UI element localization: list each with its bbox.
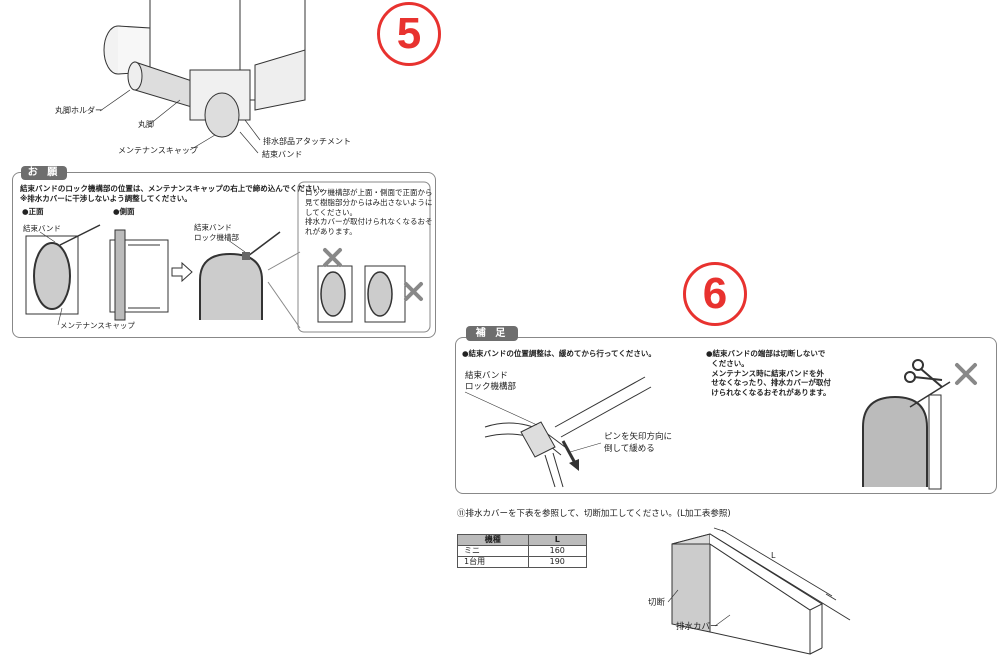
front-label: ●正面 bbox=[22, 207, 44, 216]
request-line-2: ※排水カバーに干渉しないよう調整してください。 bbox=[20, 194, 192, 203]
supplement-title: 補 足 bbox=[466, 326, 518, 341]
cut-instruction: ⑪排水カバーを下表を参照して、切断加工してください。(L加工表参照) bbox=[457, 509, 731, 519]
lock-label-1: 結束バンド bbox=[194, 223, 232, 232]
round-holder-label: 丸脚ホルダー bbox=[55, 106, 103, 115]
supplement-lock-label-1: 結束バンド bbox=[465, 371, 508, 381]
step-5-number: 5 bbox=[377, 2, 441, 66]
table-cell-length: 190 bbox=[527, 556, 587, 568]
supplement-illustrations bbox=[464, 359, 977, 490]
step-6-number: 6 bbox=[683, 262, 747, 326]
supplement-left-heading: ●結束バンドの位置調整は、緩めてから行ってください。 bbox=[462, 349, 656, 358]
pin-label-2: 倒して緩める bbox=[604, 444, 655, 454]
table-row: 1台用 190 bbox=[457, 556, 587, 568]
drain-attachment-label: 排水部品アタッチメント bbox=[263, 137, 351, 146]
table-cell-model: 1台用 bbox=[457, 556, 529, 568]
maintenance-cap-label: メンテナンスキャップ bbox=[118, 146, 198, 155]
front-cap-label: メンテナンスキャップ bbox=[60, 321, 135, 330]
binding-band-label: 結束バンド bbox=[262, 150, 303, 159]
round-pipe-label: 丸脚 bbox=[138, 120, 154, 129]
drain-cover-illustration bbox=[667, 527, 851, 655]
table-row: ミニ 160 bbox=[457, 545, 587, 557]
warning-note: ロック機構部が上面・側面で正面から 見て樹脂部分からはみ出さないように してくだ… bbox=[305, 188, 433, 236]
supplement-lock-label-2: ロック機構部 bbox=[465, 382, 517, 392]
length-dimension-label: L bbox=[771, 551, 776, 560]
drain-cover-label: 排水カバー bbox=[676, 622, 719, 632]
table-header-length: L bbox=[527, 534, 587, 546]
front-band-label: 結束バンド bbox=[23, 224, 61, 233]
request-line-1: 結束バンドのロック機構部の位置は、メンテナンスキャップの右上で締め込んでください… bbox=[20, 184, 328, 193]
request-title: お 願 い bbox=[21, 166, 67, 192]
lock-label-2: ロック機構部 bbox=[194, 233, 239, 242]
step-5-illustration bbox=[99, 0, 306, 154]
table-header-model: 機種 bbox=[457, 534, 529, 546]
request-panel bbox=[12, 172, 436, 338]
request-illustrations bbox=[25, 181, 431, 333]
supplement-right-heading: ●結束バンドの端部は切断しないで ください。 メンテナンス時に結束バンドを外 せ… bbox=[706, 349, 831, 397]
pin-label-1: ピンを矢印方向に bbox=[604, 432, 673, 442]
table-header-row: 機種 L bbox=[457, 534, 587, 546]
cut-label: 切断 bbox=[648, 598, 666, 608]
table-cell-length: 160 bbox=[527, 545, 587, 557]
supplement-panel bbox=[455, 337, 997, 494]
length-table: 機種 L ミニ 160 1台用 190 bbox=[457, 534, 587, 568]
side-label: ●側面 bbox=[113, 207, 135, 216]
table-cell-model: ミニ bbox=[457, 545, 529, 557]
